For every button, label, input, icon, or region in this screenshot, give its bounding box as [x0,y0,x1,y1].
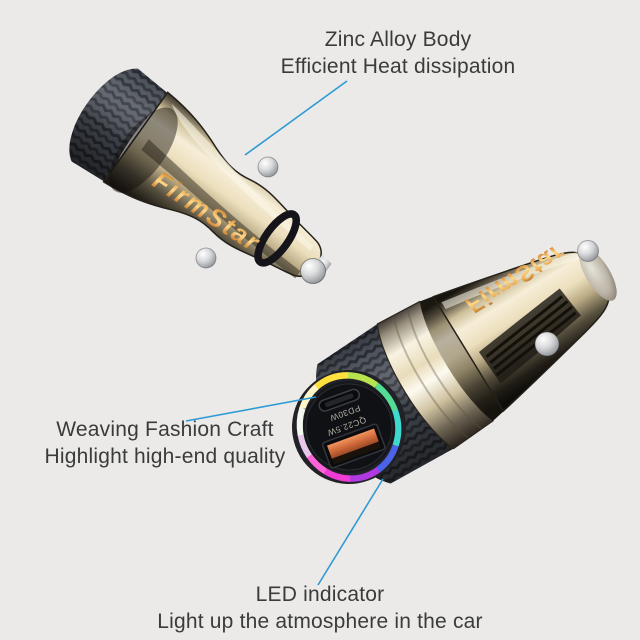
charger-2: FirmStar [292,238,617,484]
annotation-weaving-line2: Highlight high-end quality [44,445,286,468]
charger-1-cap-shading [69,68,172,185]
charger-1-rear-gloss [109,107,178,193]
annotation-zinc-alloy: Zinc Alloy Body Efficient Heat dissipati… [218,26,578,80]
charger-2-collar-groove [392,316,469,439]
led-segment-magenta [296,372,402,482]
callout-line-top [244,80,348,156]
charger-2-rib-3 [492,305,573,370]
usb-a-port [322,423,386,469]
annotation-zinc-line2: Efficient Heat dissipation [280,55,516,78]
charger-2-side-spring-bottom [534,331,560,357]
charger-2-front-face: PD30W QC22.5W [292,370,406,484]
annotation-weaving-craft: Weaving Fashion Craft Highlight high-end… [5,416,325,470]
led-segment-purple [296,372,402,482]
charger-2-step-ring [419,295,506,421]
callout-line-bottom [317,478,384,586]
led-segment-white [296,372,402,482]
charger-2-rib [485,295,564,358]
led-segment-pale-yellow [296,372,402,482]
charger-2-collar-groove-2 [406,308,482,429]
led-segment-yellow-green [296,372,402,482]
charger-2-step-ring-shade [419,295,506,421]
annotation-led-line2: Light up the atmosphere in the car [157,610,483,633]
led-segment-green [296,372,402,482]
led-segment-pink [296,372,402,482]
led-segment-pale-pink [296,372,402,482]
charger-1-rubber-ring [254,210,300,267]
charger-1-side-spring-bottom [195,247,217,269]
charger-1-specular-band [171,103,314,251]
charger-2-specular-band [441,251,582,310]
led-ring [296,372,402,482]
annotation-led-line1: LED indicator [255,583,385,606]
charger-1-side-spring-top [257,156,279,178]
charger-2-side-spring-top [577,240,599,262]
usb-c-port [318,388,361,412]
charger-2-rib-2 [489,300,569,364]
annotation-weaving-line1: Weaving Fashion Craft [56,418,274,441]
callout-line-left [185,396,317,422]
charger-1-tip-contact [300,258,326,284]
led-segment-blue [296,372,402,482]
callout-lines [185,80,384,586]
annotation-led-indicator: LED indicator Light up the atmosphere in… [110,581,530,635]
usb-a-tongue [327,428,379,459]
annotation-zinc-line1: Zinc Alloy Body [324,28,472,51]
